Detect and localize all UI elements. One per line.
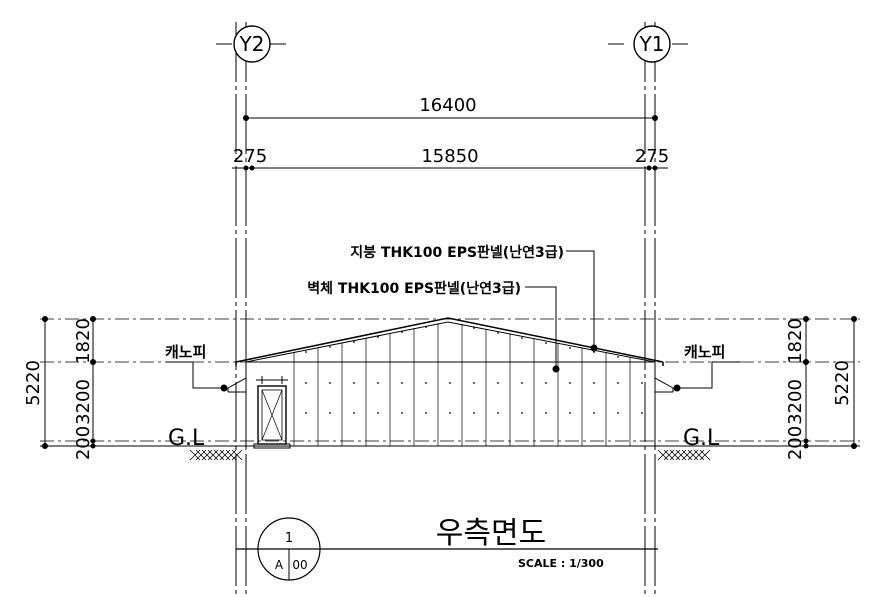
callout-roof-panel: 지붕 THK100 EPS판넬(난연3급)	[350, 244, 598, 352]
ground-hatch-left	[189, 449, 243, 461]
grid-bubble-y1: Y1	[633, 25, 671, 63]
canopy-right	[654, 377, 674, 393]
dimension-right-offset: 275	[635, 146, 669, 167]
dimension-wall-height-left: 3200	[73, 379, 94, 425]
callout-roof-panel-text: 지붕 THK100 EPS판넬(난연3급)	[350, 244, 564, 261]
ground-level-label-right: G.L	[683, 426, 720, 451]
grid-bubble-y2: Y2	[233, 25, 271, 63]
callout-wall-panel: 벽체 THK100 EPS판넬(난연3급)	[307, 280, 560, 373]
dimension-total-height-right: 5220	[832, 360, 853, 406]
callout-canopy-right-text: 캐노피	[684, 343, 725, 361]
building-elevation	[227, 317, 674, 449]
grid-label-y1: Y1	[639, 32, 665, 56]
callout-wall-panel-text: 벽체 THK100 EPS판넬(난연3급)	[307, 280, 521, 297]
dimension-base-height-right: 200	[785, 426, 806, 460]
drawing-number: 1	[285, 531, 293, 546]
sheet-number: 00	[292, 558, 307, 572]
sheet-letter: A	[275, 558, 284, 572]
callout-canopy-left-text: 캐노피	[165, 343, 206, 361]
dimension-roof-height-right: 1820	[785, 318, 806, 364]
dimension-overall: 16400	[243, 95, 658, 121]
vertical-dimensions-left: 5220 1820 3200 200	[23, 316, 96, 460]
dimension-chain: 275 15850 275	[232, 146, 669, 171]
door	[253, 376, 291, 449]
grid-label-y2: Y2	[239, 32, 265, 56]
dimension-total-height-left: 5220	[23, 360, 44, 406]
callout-canopy-left: 캐노피	[165, 343, 228, 392]
canopy-left	[227, 377, 247, 393]
dimension-span: 15850	[421, 146, 478, 167]
ground-hatch-right	[657, 449, 711, 461]
title-block: 1 A 00 우측면도 SCALE : 1/300	[236, 516, 658, 581]
vertical-dimensions-right: 1820 3200 200 5220	[785, 316, 857, 460]
level-lines	[40, 318, 860, 442]
dimension-base-height-left: 200	[73, 426, 94, 460]
drawing-scale: SCALE : 1/300	[518, 557, 604, 570]
dimension-roof-height-left: 1820	[73, 318, 94, 364]
ground-level-label-left: G.L	[168, 426, 205, 451]
dimension-wall-height-right: 3200	[785, 379, 806, 425]
dimension-left-offset: 275	[233, 146, 267, 167]
dimension-overall-value: 16400	[419, 95, 476, 116]
drawing-title: 우측면도	[436, 516, 546, 551]
callout-canopy-right: 캐노피	[673, 343, 740, 392]
